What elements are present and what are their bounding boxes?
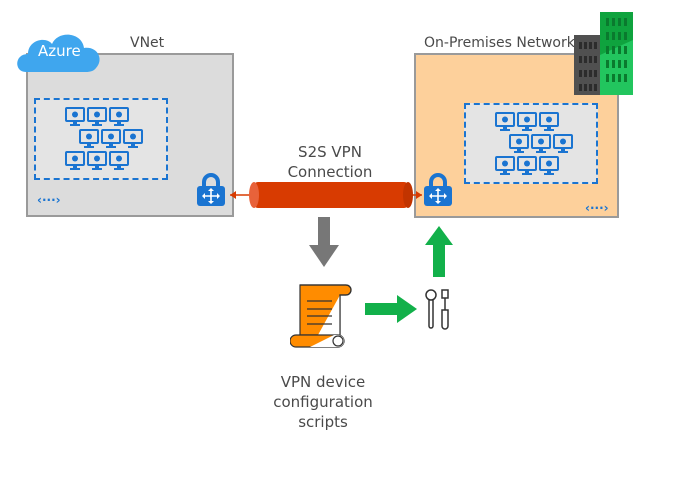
scripts-label-line2: configuration — [273, 393, 373, 411]
onprem-label: On-Premises Network — [424, 35, 575, 51]
onprem-vm-group — [495, 112, 573, 175]
vm-monitor-icon — [495, 156, 515, 175]
connection-label: S2S VPN Connection — [270, 142, 390, 182]
vm-monitor-icon — [109, 107, 129, 126]
vm-monitor-icon — [495, 112, 515, 131]
vm-monitor-icon — [79, 129, 99, 148]
tools-icon — [425, 289, 449, 330]
vnet-label: VNet — [130, 35, 165, 51]
vm-monitor-icon — [123, 129, 143, 148]
vm-monitor-icon — [517, 156, 537, 175]
arrow-right-icon — [365, 295, 417, 323]
building-icon — [574, 12, 633, 95]
vm-monitor-icon — [517, 112, 537, 131]
scripts-label-line1: VPN device — [280, 373, 366, 391]
scripts-label-line3: scripts — [298, 413, 348, 431]
vm-monitor-icon — [87, 151, 107, 170]
connection-label-line1: S2S VPN — [298, 143, 362, 161]
connection-label-line2: Connection — [287, 163, 373, 181]
scripts-label: VPN device configuration scripts — [258, 372, 388, 432]
vm-monitor-icon — [109, 151, 129, 170]
onprem-vnet-icon: ‹···› — [585, 201, 609, 215]
azure-cloud-label: Azure — [38, 42, 81, 60]
azure-cloud-icon — [17, 34, 100, 72]
vpn-tunnel-pipe — [230, 182, 422, 208]
arrow-down-icon — [309, 217, 339, 267]
vm-monitor-icon — [531, 134, 551, 153]
vm-monitor-icon — [65, 107, 85, 126]
vm-monitor-icon — [65, 151, 85, 170]
azure-subnet — [34, 98, 168, 180]
vm-monitor-icon — [539, 156, 559, 175]
onprem-vpn-device-icon — [424, 173, 452, 206]
vm-monitor-icon — [509, 134, 529, 153]
vm-monitor-icon — [101, 129, 121, 148]
script-scroll-icon — [290, 284, 352, 348]
azure-vpn-gateway-icon — [197, 173, 225, 206]
vm-monitor-icon — [87, 107, 107, 126]
vm-monitor-icon — [553, 134, 573, 153]
vnet-icon: ‹···› — [37, 193, 61, 207]
azure-vm-group — [65, 107, 143, 170]
arrow-up-icon — [425, 226, 453, 277]
vm-monitor-icon — [539, 112, 559, 131]
